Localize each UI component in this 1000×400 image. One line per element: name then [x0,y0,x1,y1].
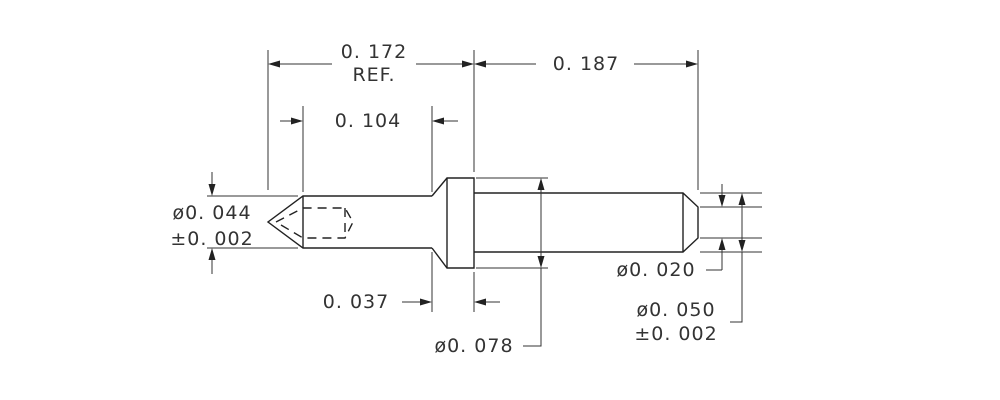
hidden-socket [275,207,354,239]
dim-socket-length-value: 0. 104 [335,110,401,132]
dim-collar-length [402,252,500,312]
dim-front-diameter-tol: ±0. 002 [170,228,253,250]
dim-front-diameter [207,172,298,274]
dim-length-tail [474,50,699,190]
dim-tip-diameter-value: ø0. 020 [616,259,695,281]
dim-front-diameter-value: ø0. 044 [172,202,251,224]
dim-tail-diameter [700,192,762,323]
dim-length-ref [267,50,475,190]
dim-length-ref-note: REF. [352,64,395,86]
dim-collar-diameter-value: ø0. 078 [434,335,513,357]
dim-length-ref-value: 0. 172 [341,41,407,63]
pin-outline [266,177,699,269]
dim-tip-diameter [700,184,762,271]
dim-socket-length [280,106,458,192]
dim-length-tail-value: 0. 187 [553,53,619,75]
dim-collar-diameter [476,177,548,347]
dim-collar-length-value: 0. 037 [323,291,389,313]
dim-tail-diameter-value: ø0. 050 [636,299,715,321]
dim-tail-diameter-tol: ±0. 002 [634,323,717,345]
